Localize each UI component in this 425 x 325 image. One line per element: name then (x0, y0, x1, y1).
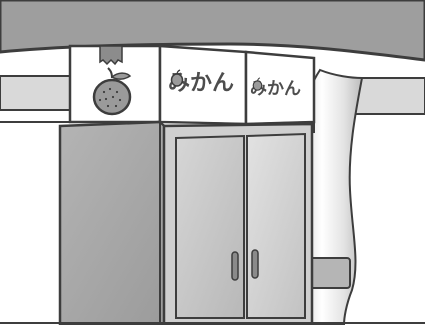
mini-orange-icon (252, 77, 263, 91)
cabinet-front (162, 122, 314, 325)
wall-trim (0, 75, 425, 123)
door-handle-left[interactable] (231, 251, 239, 281)
curtain-tieback (309, 257, 351, 289)
cabinet-door-left[interactable] (175, 134, 245, 319)
orange-icon (92, 67, 132, 116)
door-handle-right[interactable] (251, 249, 259, 279)
box-label-mikan-1: みかん (168, 69, 234, 99)
box-label-mikan-2: みかん (250, 77, 301, 101)
mini-orange-icon (170, 69, 184, 87)
cabinet-door-right[interactable] (246, 132, 306, 319)
box-label-text: みかん (250, 79, 301, 99)
curtain (299, 68, 364, 325)
cabinet-side (58, 120, 178, 325)
